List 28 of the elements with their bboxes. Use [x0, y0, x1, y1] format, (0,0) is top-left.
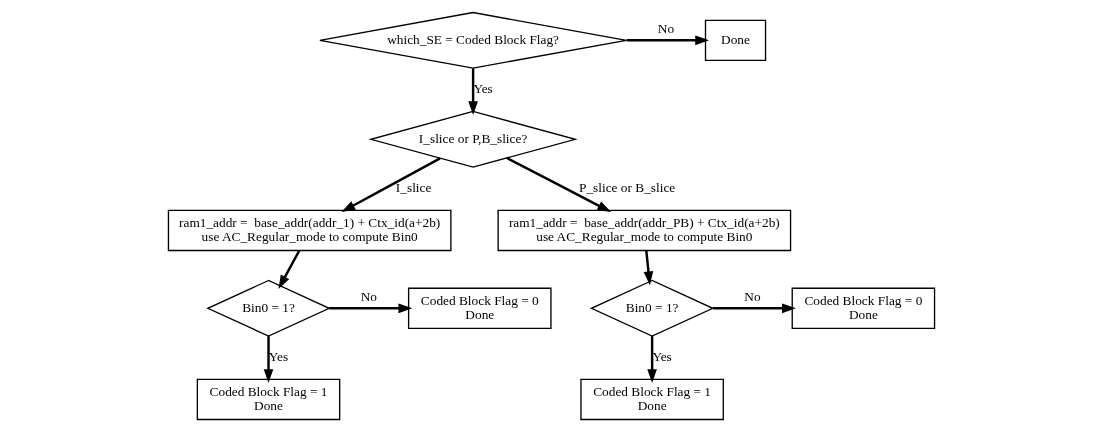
edge-label: I_slice [395, 180, 431, 196]
edge-label: Yes [472, 81, 493, 97]
node-box: ram1_addr = base_addr(addr_PB) + Ctx_id(a+2b) use AC_Regular_mode to compute Bin0 [496, 209, 791, 252]
arrow [263, 336, 273, 384]
node-box: Coded Block Flag = 1 Done [579, 378, 724, 421]
node-diamond: which_SE = Coded Block Flag? [318, 11, 627, 69]
node-box: Done [704, 19, 766, 61]
node-box: Coded Block Flag = 0 Done [791, 287, 935, 329]
arrow [643, 250, 653, 286]
node-diamond: Bin0 = 1? [589, 279, 714, 337]
arrow [505, 156, 611, 213]
arrow [712, 303, 796, 314]
edge-label: No [360, 289, 377, 305]
node-box: Coded Block Flag = 0 Done [407, 287, 552, 329]
edge-label: No [657, 21, 674, 37]
arrow [467, 68, 478, 116]
node-diamond: I_slice or P,B_slice? [367, 110, 578, 168]
arrow [277, 250, 300, 289]
node-box: ram1_addr = base_addr(addr_1) + Ctx_id(a+2b) use AC_Regular_mode to compute Bin0 [167, 209, 452, 252]
edge-label: Yes [651, 349, 672, 365]
arrow [646, 336, 657, 383]
arrow [340, 157, 441, 213]
arrow [626, 35, 709, 46]
edge-label: P_slice or B_slice [578, 180, 675, 196]
edge-label: No [743, 289, 761, 305]
node-box: Coded Block Flag = 1 Done [196, 378, 340, 421]
node-diamond: Bin0 = 1? [205, 279, 331, 337]
arrow [328, 303, 412, 314]
